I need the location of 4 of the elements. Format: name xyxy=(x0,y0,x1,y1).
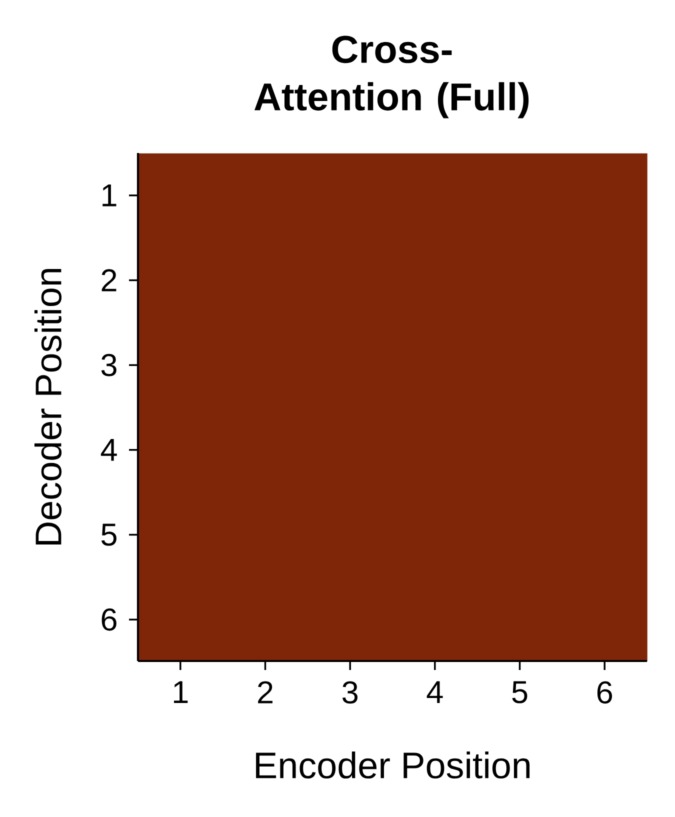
axis-label: Encoder Position xyxy=(256,751,530,779)
chart-title: Cross-Attention (Full) xyxy=(254,36,529,118)
axis-label: Decoder Position xyxy=(34,268,62,544)
heatmap xyxy=(138,153,648,662)
